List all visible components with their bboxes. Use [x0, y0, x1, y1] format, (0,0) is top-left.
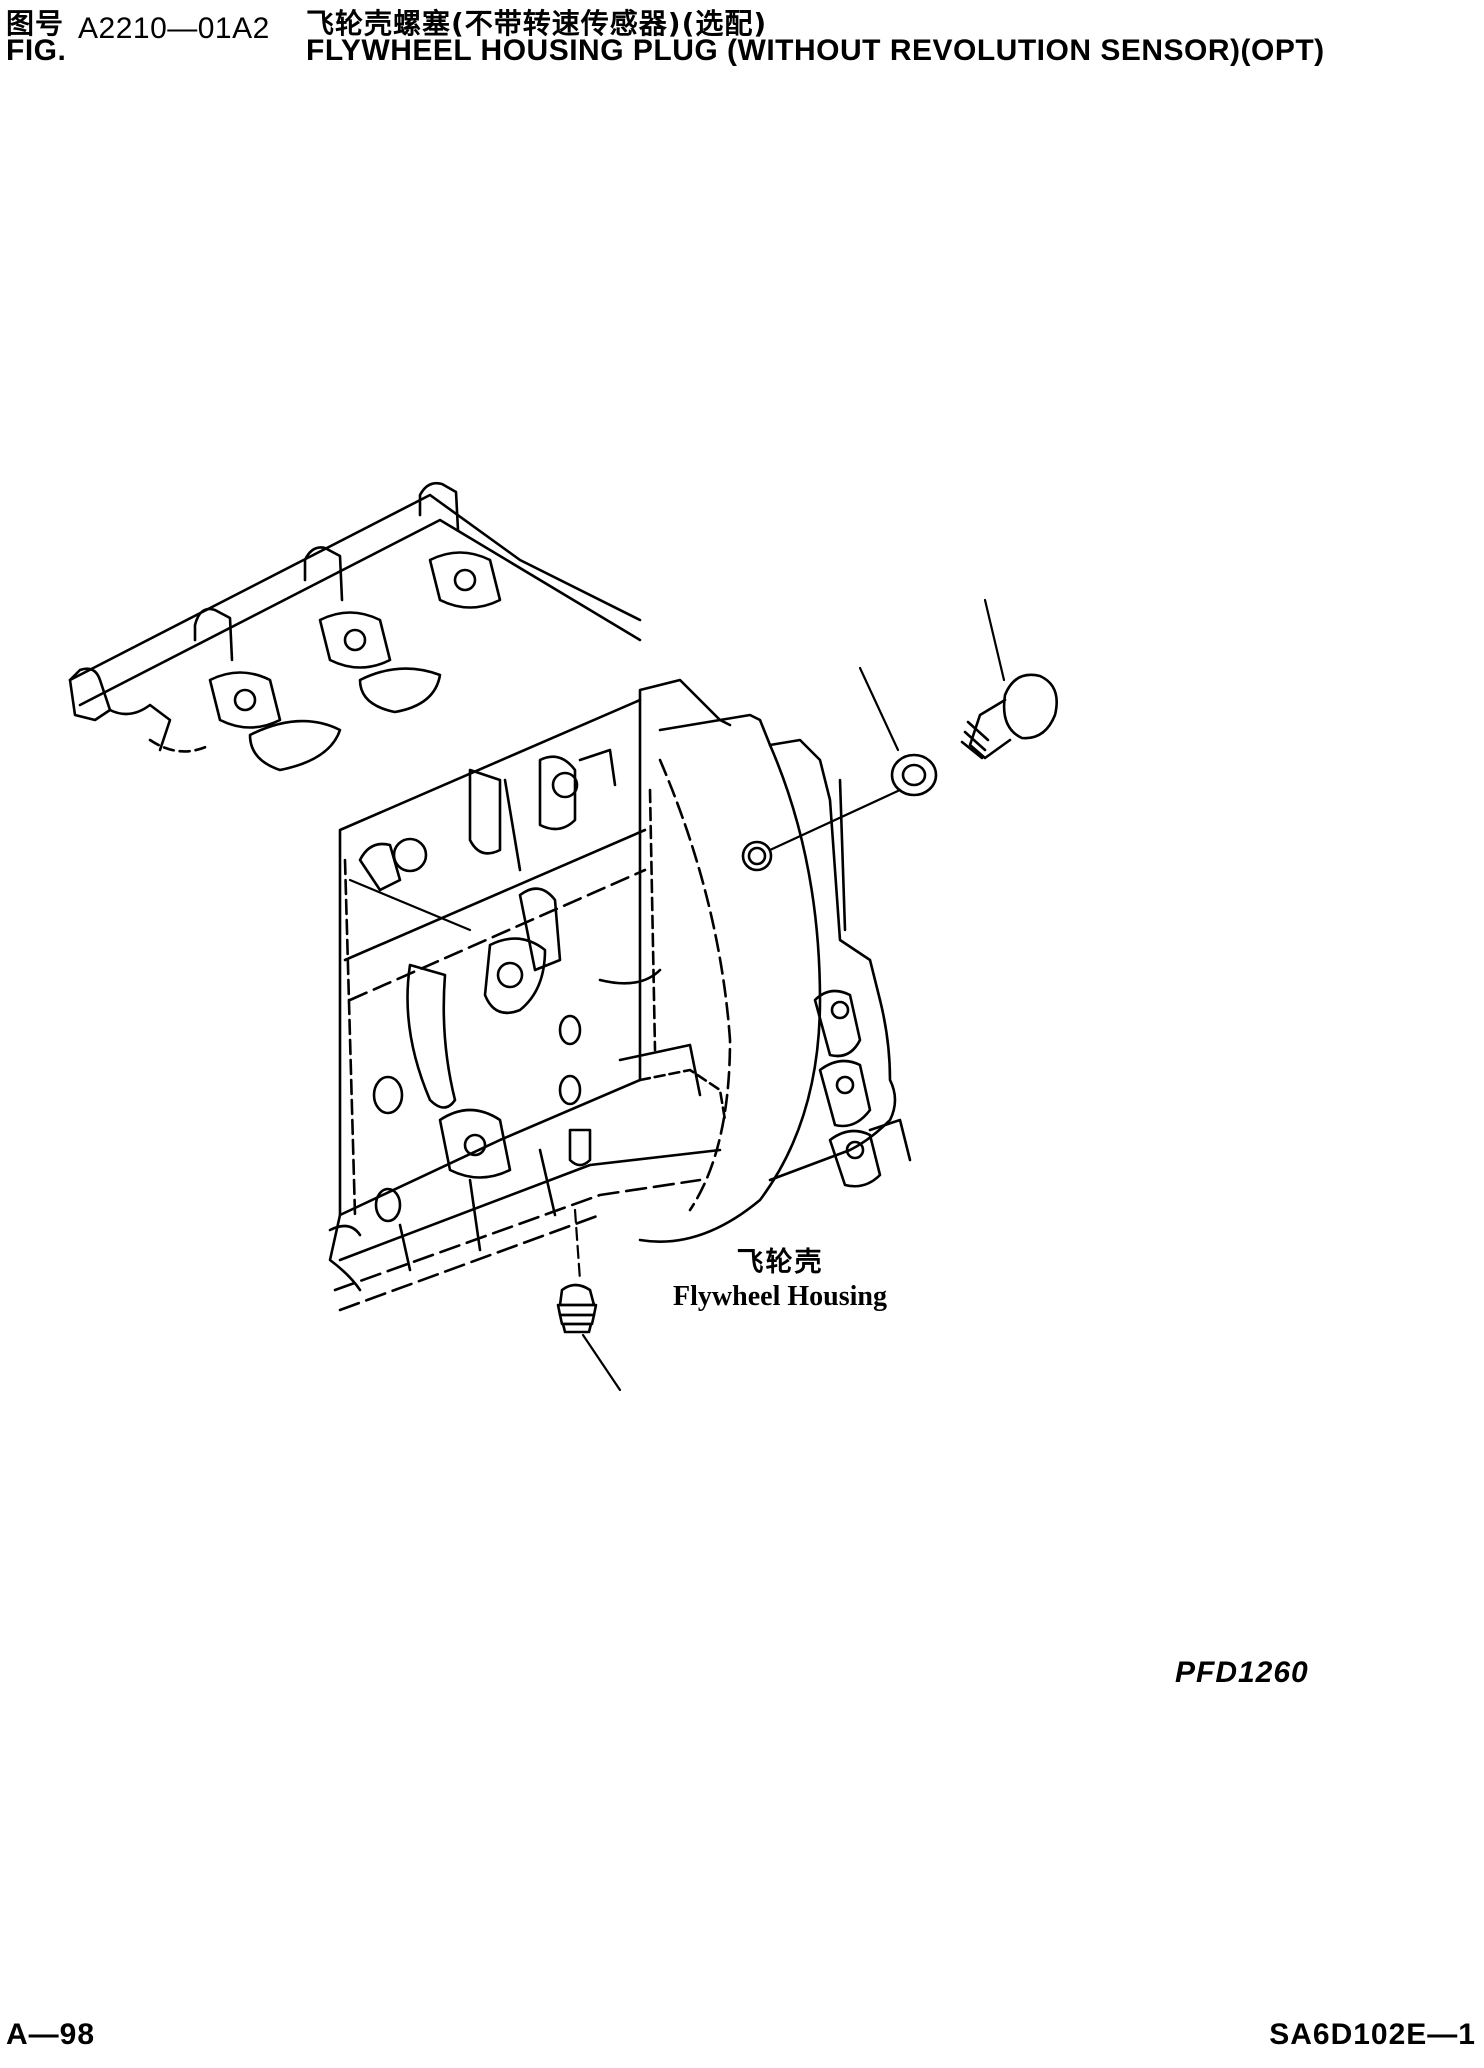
- figure-label-cn: 图号: [6, 7, 65, 40]
- flywheel-housing-label-en: Flywheel Housing: [673, 1281, 887, 1312]
- figure-header: 图号 FIG. A2210—01A2 飞轮壳螺塞(不带转速传感器)(选配) FL…: [6, 2, 1478, 68]
- figure-title-cn: 飞轮壳螺塞(不带转速传感器)(选配): [306, 7, 768, 40]
- flywheel-housing: [598, 678, 912, 1243]
- flywheel-housing-label-cn: 飞轮壳: [736, 1247, 824, 1278]
- figure-number: A2210—01A2: [78, 12, 270, 45]
- flywheel-housing-callout: 飞轮壳 Flywheel Housing: [590, 1240, 970, 1313]
- figure-label-en: FIG.: [6, 34, 67, 67]
- washer: [890, 753, 938, 797]
- figure-title-en: FLYWHEEL HOUSING PLUG (WITHOUT REVOLUTIO…: [306, 34, 1325, 67]
- drawing-code: PFD1260: [1175, 1656, 1309, 1689]
- model-code: SA6D102E—1: [1269, 2018, 1476, 2051]
- engine-block: [68, 481, 722, 1312]
- plug-with-flange: [960, 673, 1058, 760]
- page-number: A—98: [6, 2018, 96, 2051]
- drain-plug: [556, 1283, 598, 1334]
- leader-lines: [348, 598, 1006, 1392]
